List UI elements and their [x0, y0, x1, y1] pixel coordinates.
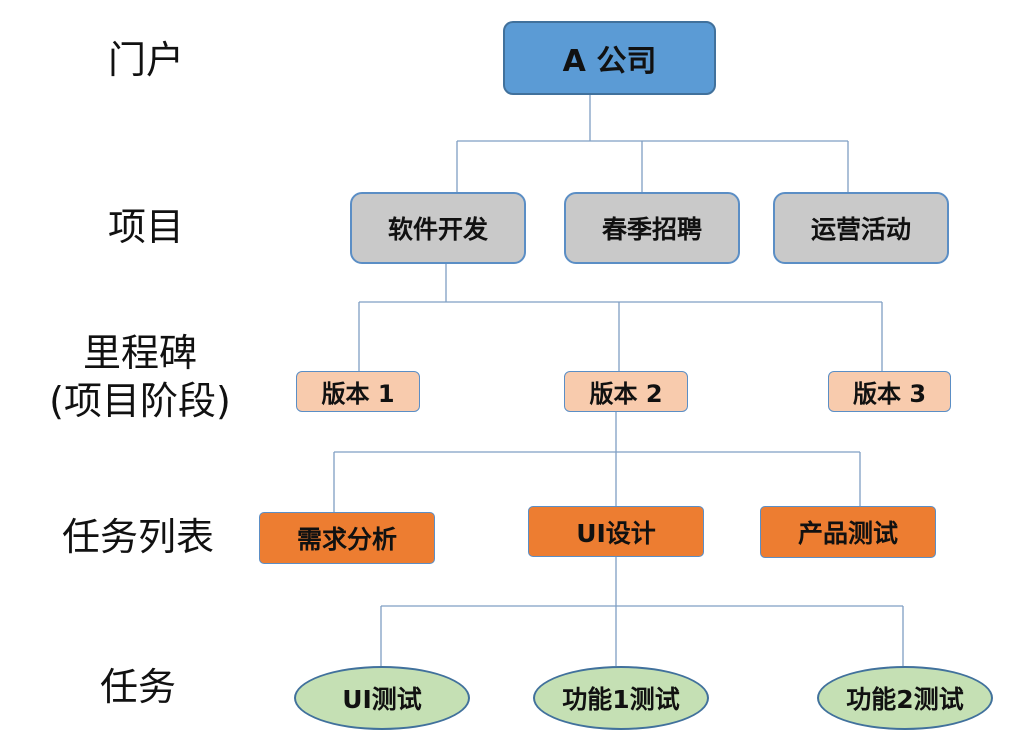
node-tasklist-product-test[interactable]: 产品测试: [760, 506, 936, 558]
node-milestone-v3[interactable]: 版本 3: [828, 371, 951, 412]
node-task-func1-test[interactable]: 功能1测试: [533, 666, 709, 730]
node-project-software-dev[interactable]: 软件开发: [350, 192, 526, 264]
node-project-operations[interactable]: 运营活动: [773, 192, 949, 264]
level-label-portal: 门户: [108, 38, 185, 82]
node-task-ui-test[interactable]: UI测试: [294, 666, 470, 730]
node-milestone-v2[interactable]: 版本 2: [564, 371, 688, 412]
node-milestone-v1[interactable]: 版本 1: [296, 371, 420, 412]
node-milestone-label: 版本 1: [321, 380, 395, 408]
node-task-label: UI测试: [342, 685, 422, 714]
node-task-label: 功能2测试: [846, 685, 964, 714]
node-tasklist-label: 产品测试: [797, 519, 898, 548]
node-tasklist-label: UI设计: [576, 518, 656, 548]
node-project-label: 软件开发: [387, 215, 488, 244]
level-label-milestone-line2: (项目阶段): [49, 378, 231, 423]
node-task-func2-test[interactable]: 功能2测试: [817, 666, 993, 730]
node-milestone-label: 版本 2: [589, 380, 663, 408]
node-project-label: 春季招聘: [601, 215, 702, 244]
node-portal-company[interactable]: A 公司: [503, 21, 716, 95]
level-label-task: 任务: [100, 665, 177, 709]
level-label-milestone: 里程碑 (项目阶段): [30, 330, 250, 425]
node-tasklist-requirements[interactable]: 需求分析: [259, 512, 435, 564]
level-label-tasklist: 任务列表: [62, 515, 215, 559]
node-tasklist-ui-design[interactable]: UI设计: [528, 506, 704, 557]
node-project-label: 运营活动: [810, 215, 911, 244]
level-label-project: 项目: [108, 205, 185, 249]
node-portal-label: A 公司: [562, 44, 657, 79]
node-tasklist-label: 需求分析: [296, 525, 397, 554]
node-project-spring-recruit[interactable]: 春季招聘: [564, 192, 740, 264]
node-task-label: 功能1测试: [562, 685, 680, 714]
level-label-milestone-line1: 里程碑: [82, 331, 197, 375]
node-milestone-label: 版本 3: [852, 380, 927, 408]
